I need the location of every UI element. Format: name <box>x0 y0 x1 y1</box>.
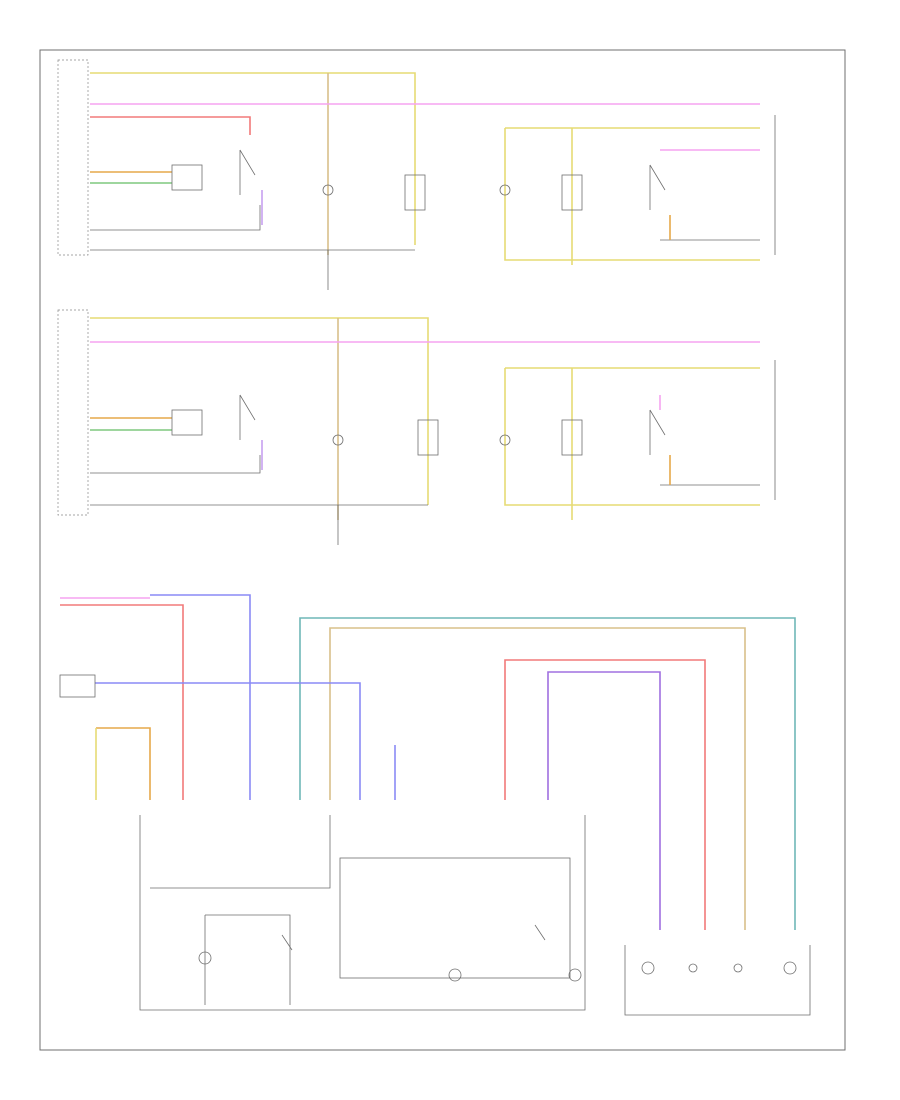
wire-red-top <box>90 116 251 135</box>
wire-teal-bottom <box>299 617 796 930</box>
wire-ground-top-1 <box>90 205 261 231</box>
lamp-lr-1 <box>641 961 655 975</box>
lamp-lr-3 <box>733 963 743 973</box>
lamp-front-center <box>448 968 462 982</box>
door-contact-switch <box>171 164 203 191</box>
wire-ground-mid-1 <box>90 455 261 474</box>
lamp-6 <box>417 419 439 456</box>
lamp-5 <box>332 434 344 446</box>
front-switch-2 <box>534 924 546 941</box>
lr-interior-light-assembly <box>624 945 811 1016</box>
wire-red-rear <box>504 659 706 930</box>
lamp-1 <box>322 184 334 196</box>
wire-ground-mid-right <box>660 360 776 500</box>
wire-tan-bottom <box>329 627 746 930</box>
lamp-2 <box>404 174 426 211</box>
wire-yellow-mid <box>90 317 429 505</box>
lamp-front-right <box>568 968 582 982</box>
wire-yellow-top <box>90 72 416 245</box>
page-frame <box>39 49 846 1051</box>
lr-door-module-box <box>57 59 89 256</box>
lamp-front-left <box>198 951 212 965</box>
door-contact-switch-mid <box>171 409 203 436</box>
courtesy-switch-mid-right <box>649 409 666 455</box>
front-interior-wire-2 <box>204 914 291 1005</box>
lamp-8 <box>561 419 583 456</box>
rf-door-module-box <box>57 309 89 516</box>
wire-orange-cluster5 <box>96 727 151 800</box>
lamp-lr-2 <box>688 963 698 973</box>
front-interior-wire-1 <box>150 815 331 889</box>
lamp-3 <box>499 184 511 196</box>
wire-blue-dimmer <box>95 682 361 800</box>
front-interior-light-assembly <box>139 815 586 1011</box>
wire-blue-bottom <box>150 594 251 800</box>
dimmer-switch <box>59 674 96 698</box>
courtesy-switch-top-right <box>649 164 666 210</box>
wire-yellow-mid-right <box>504 367 760 506</box>
front-switch-1 <box>281 934 293 951</box>
lamp-lr-4 <box>783 961 797 975</box>
wire-violet-rear <box>547 671 661 930</box>
wire-ground-top-right <box>660 115 776 255</box>
courtesy-switch-mid <box>239 394 256 440</box>
lamp-4 <box>561 174 583 211</box>
front-interior-light-inner <box>339 857 571 979</box>
wire-red-bottom <box>60 604 184 800</box>
lamp-7 <box>499 434 511 446</box>
courtesy-switch-top <box>239 149 256 195</box>
wire-yellow-top-right <box>504 127 760 261</box>
